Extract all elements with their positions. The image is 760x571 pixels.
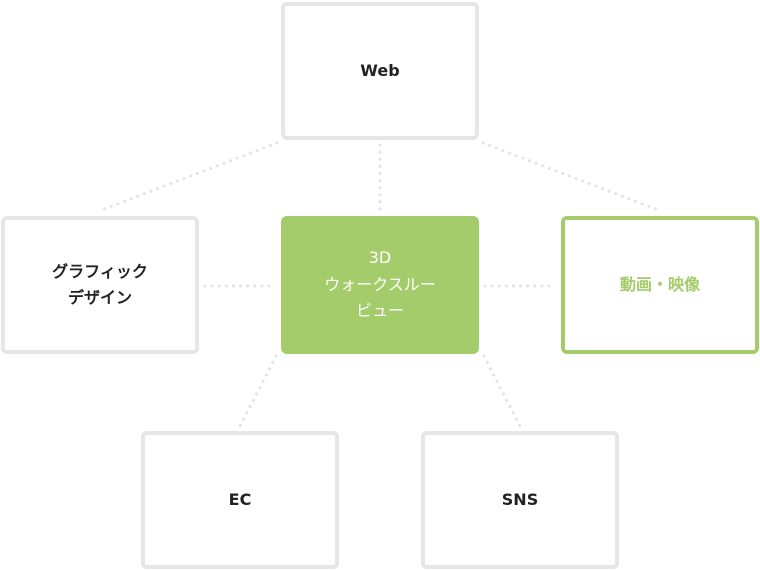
node-3d-walkthrough[interactable]: 3D ウォークスルー ビュー — [281, 216, 479, 354]
node-web-label: Web — [360, 60, 400, 80]
node-graphic-design[interactable]: グラフィック デザイン — [1, 216, 199, 354]
connector-center-sns — [482, 354, 523, 430]
node-video-label: 動画・映像 — [619, 274, 700, 294]
node-ec-label: EC — [228, 489, 252, 509]
node-web[interactable]: Web — [281, 2, 479, 140]
node-graphic-design-label: グラフィック デザイン — [52, 261, 148, 307]
node-ec[interactable]: EC — [141, 431, 339, 569]
node-video[interactable]: 動画・映像 — [561, 216, 759, 354]
connector-center-ec — [237, 354, 278, 430]
node-3d-walkthrough-label: 3D ウォークスルー ビュー — [324, 248, 436, 321]
node-sns[interactable]: SNS — [421, 431, 619, 569]
connector-web-video — [481, 141, 663, 213]
node-sns-label: SNS — [501, 489, 539, 509]
connector-web-graphic — [97, 141, 279, 213]
